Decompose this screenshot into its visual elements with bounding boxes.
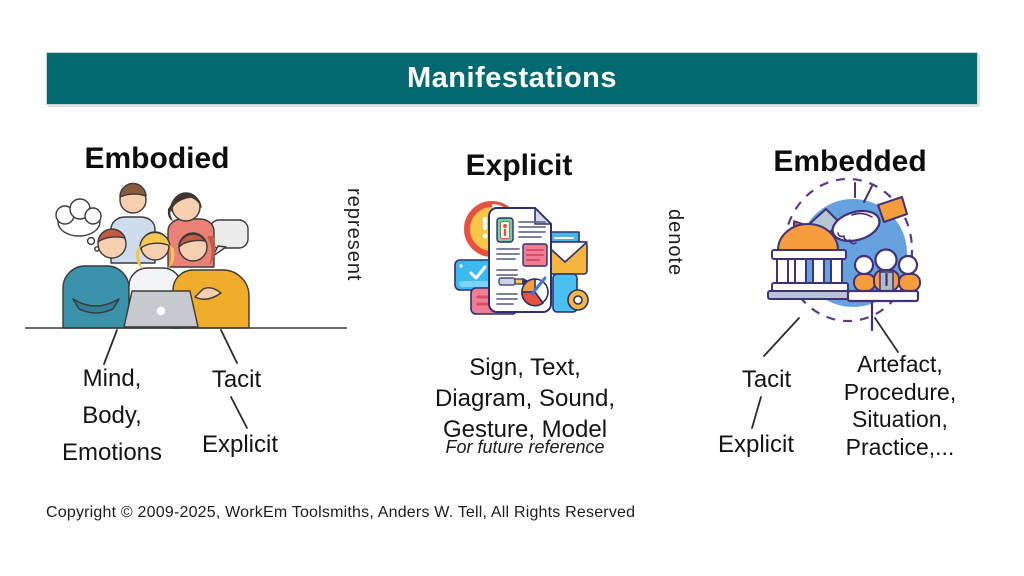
title-banner: Manifestations <box>46 52 978 105</box>
yellow-ring-icon <box>567 289 589 311</box>
connector-tacit-explicit-left <box>230 396 248 429</box>
label-sign-text: Sign, Text, <box>469 354 581 381</box>
explicit-illustration <box>447 186 615 324</box>
pink-panel-icon <box>522 243 548 267</box>
connector-embodied-tacit <box>220 329 238 364</box>
envelope-icon <box>542 231 588 275</box>
heading-embedded: Embedded <box>773 145 927 178</box>
label-situation: Situation, <box>852 406 948 432</box>
connector-embodied-mind <box>103 329 118 365</box>
embedded-carrier-labels: Artefact, Procedure, Situation, Practice… <box>812 351 988 461</box>
institution-agreement-illustration <box>767 177 921 332</box>
laptop-icon <box>123 290 199 328</box>
embodied-explicit-label: Explicit <box>201 431 279 458</box>
pie-chart-icon <box>521 276 549 307</box>
embodied-source-labels: Mind, Body, Emotions <box>32 360 192 471</box>
person-left-man <box>62 228 130 329</box>
copyright-text: Copyright © 2009-2025, WorkEm Toolsmiths… <box>46 504 636 521</box>
label-artefact: Artefact, <box>857 351 943 377</box>
documents-media-illustration <box>454 201 589 315</box>
sparkle-lines-icon <box>854 182 873 203</box>
heading-embodied: Embodied <box>84 142 230 175</box>
team-around-laptop-illustration <box>24 182 348 329</box>
pencil-icon <box>498 277 529 286</box>
relation-label-represent: represent <box>343 188 365 282</box>
embodied-tacit-label: Tacit <box>211 366 262 393</box>
relation-label-denote: denote <box>664 209 686 277</box>
label-gesture-model: Gesture, Model <box>442 416 608 443</box>
label-emotions: Emotions <box>61 439 163 466</box>
label-practice: Practice,... <box>845 433 955 460</box>
label-diagram-sound: Diagram, Sound, <box>434 385 616 412</box>
label-procedure: Procedure, <box>843 378 957 405</box>
explicit-note: For future reference <box>445 437 605 457</box>
page-title: Manifestations <box>406 62 618 94</box>
thought-cloud-icon <box>55 198 102 252</box>
embedded-illustration <box>760 173 938 335</box>
label-mind: Mind, <box>82 365 142 392</box>
embodied-illustration <box>24 173 348 333</box>
connector-tacit-explicit-right <box>751 396 762 429</box>
document-icon <box>488 207 552 313</box>
committee-panel-icon <box>846 248 921 332</box>
embedded-explicit-label: Explicit <box>717 431 795 458</box>
speech-bubble-icon <box>209 219 249 257</box>
label-body: Body, <box>82 402 142 429</box>
embedded-tacit-label: Tacit <box>741 366 792 393</box>
handshake-icon <box>805 196 908 245</box>
heading-explicit: Explicit <box>465 149 573 182</box>
government-building-icon <box>767 220 853 300</box>
explicit-media-labels: Sign, Text, Diagram, Sound, Gesture, Mod… <box>405 352 645 445</box>
